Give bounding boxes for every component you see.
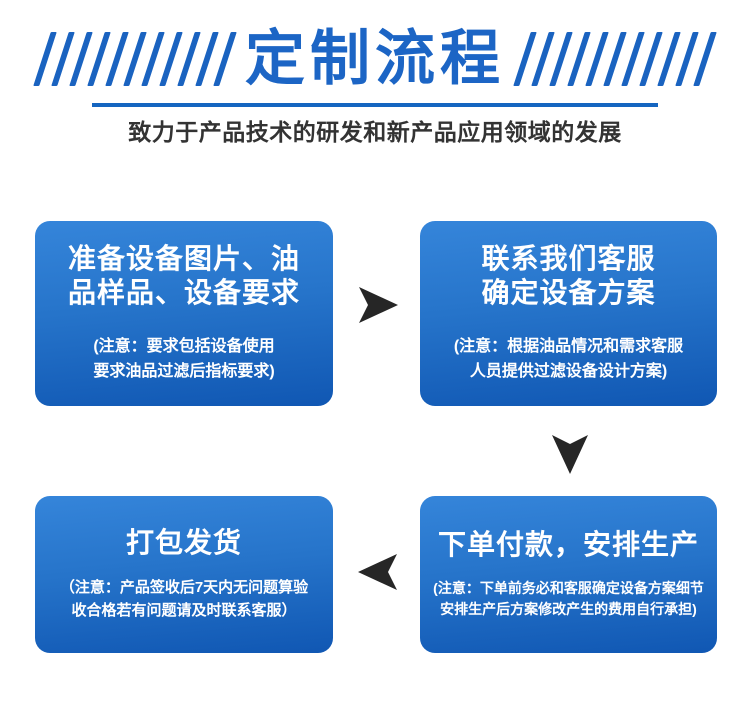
step-title: 准备设备图片、油品样品、设备要求 [67,243,300,308]
slash-decoration-left-icon [33,31,237,87]
step-title: 联系我们客服确定设备方案 [481,243,656,308]
arrow-down-icon [552,434,588,474]
step-pack-ship-card: 打包发货 （注意：产品签收后7天内无问题算验收合格若有问题请及时联系客服） [35,496,333,653]
step-order-payment-card: 下单付款，安排生产 (注意：下单前务必和客服确定设备方案细节安排生产后方案修改产… [420,496,717,653]
slash-decoration-right-icon [513,31,717,87]
page-subtitle: 致力于产品技术的研发和新产品应用领域的发展 [128,119,622,145]
arrow-left-icon [358,554,398,590]
step-contact-service-card: 联系我们客服确定设备方案 (注意：根据油品情况和需求客服人员提供过滤设备设计方案… [420,221,717,406]
step-title: 下单付款，安排生产 [437,529,699,561]
step-note: (注意：下单前务必和客服确定设备方案细节安排生产后方案修改产生的费用自行承担) [433,579,704,618]
title-underline [92,103,658,107]
page-title: 定制流程 [245,25,505,92]
step-note: (注意：要求包括设备使用要求油品过滤后指标要求) [93,338,275,381]
step-title: 打包发货 [125,527,242,559]
step-note: （注意：产品签收后7天内无问题算验收合格若有问题请及时联系客服） [59,579,309,620]
step-note: (注意：根据油品情况和需求客服人员提供过滤设备设计方案) [453,338,684,381]
arrow-right-icon [358,287,398,323]
header: 定制流程 [0,18,750,100]
step-prepare-materials-card: 准备设备图片、油品样品、设备要求 (注意：要求包括设备使用要求油品过滤后指标要求… [35,221,333,406]
